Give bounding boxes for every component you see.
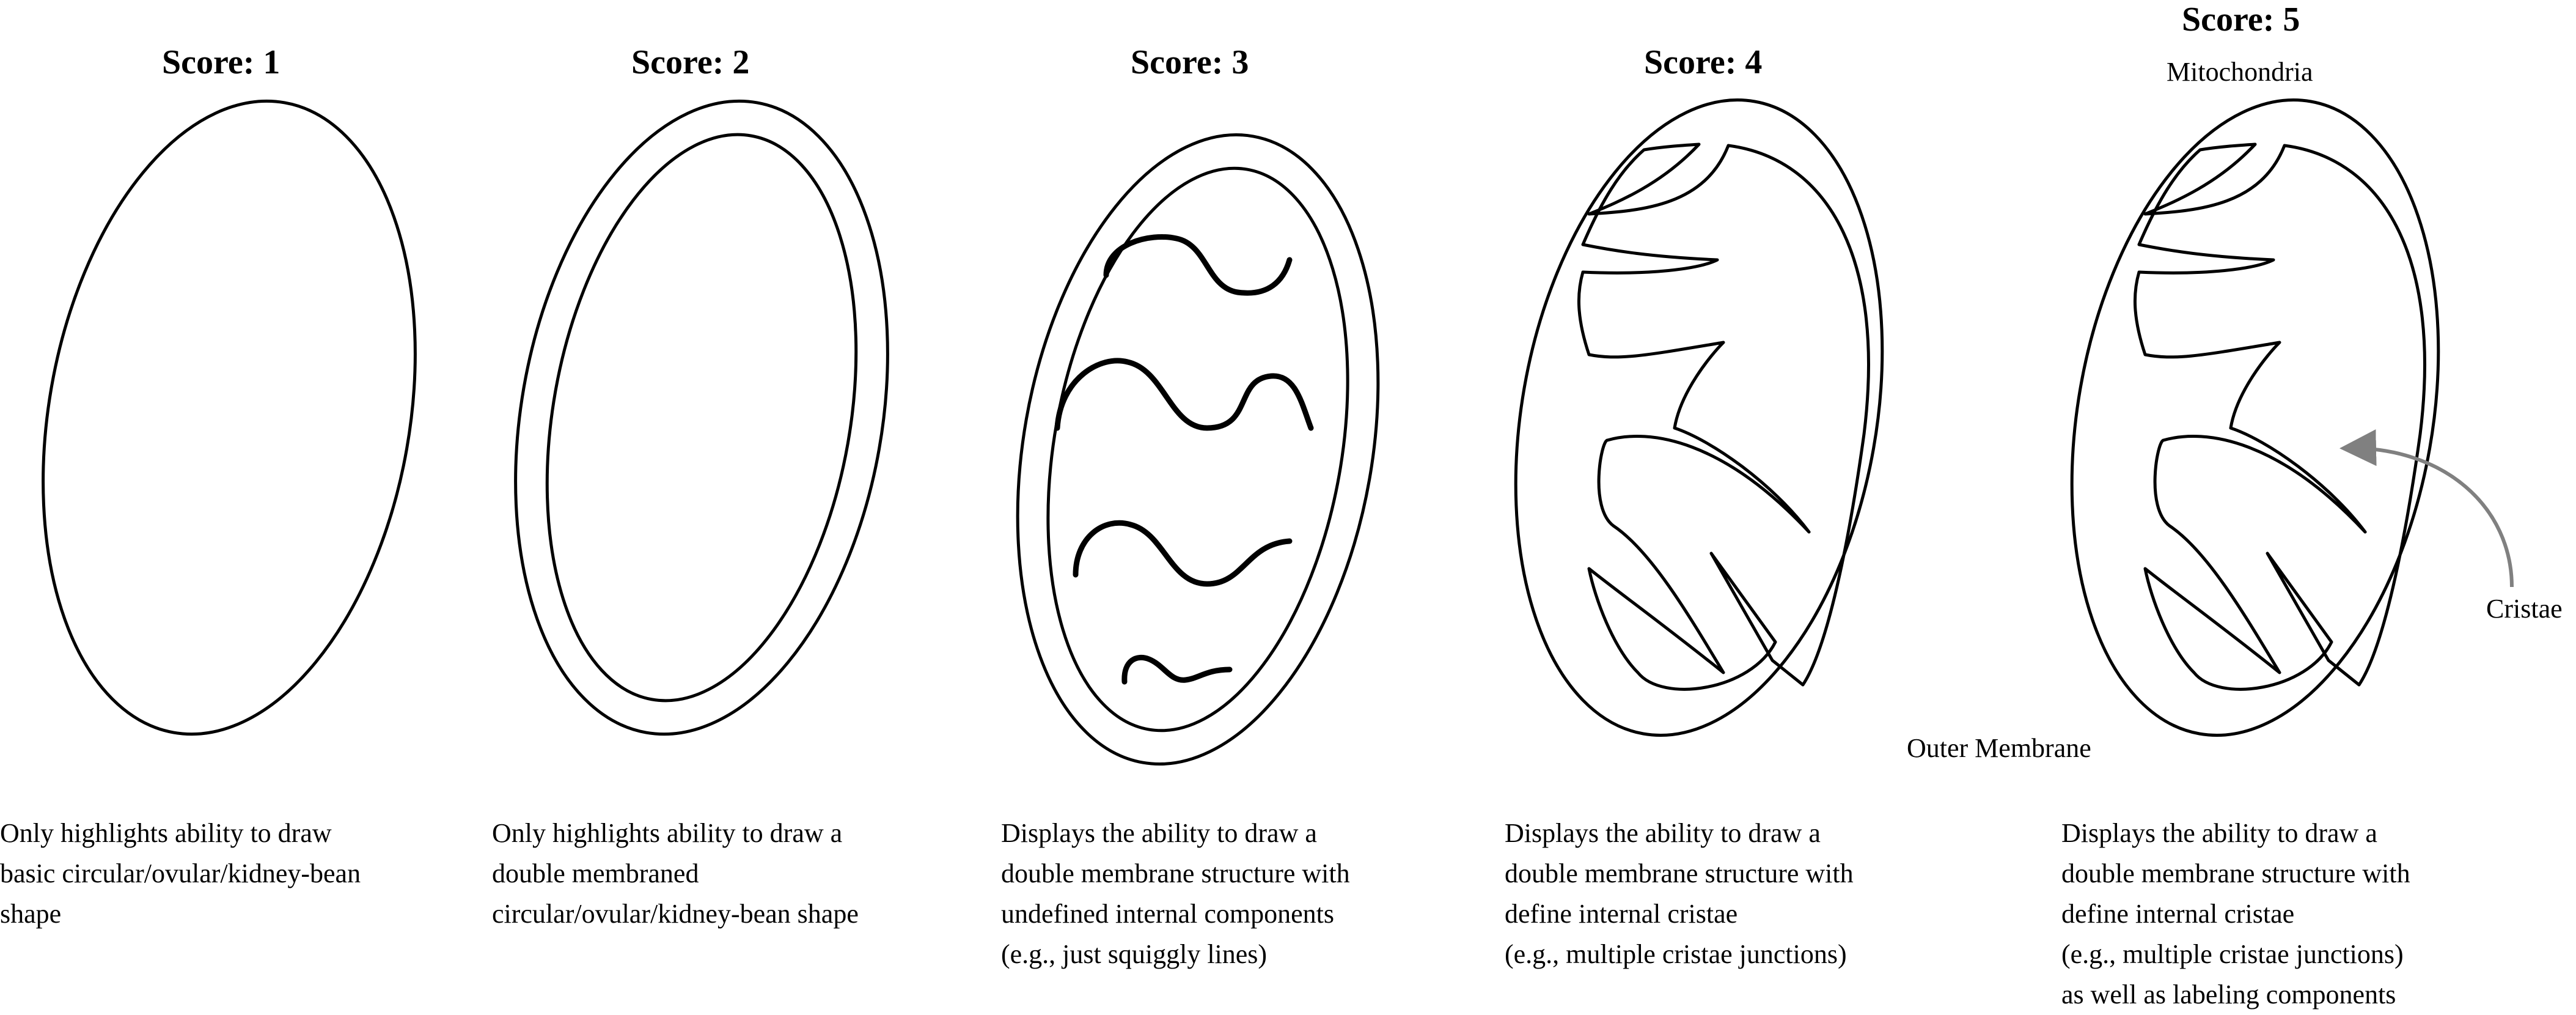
desc-line: double membrane structure with [1001,858,1350,888]
score-4-title: Score: 4 [1644,43,1763,81]
desc-line: (e.g., just squiggly lines) [1001,939,1268,969]
desc-line: Only highlights ability to draw a [492,818,843,848]
inner-membrane-ellipse [1046,166,1349,733]
cristae-label: Cristae [2486,594,2563,624]
desc-line: define internal cristae [2061,899,2295,929]
single-membrane-ellipse [42,99,417,736]
panel-4-drawing [1514,98,1884,737]
desc-line: circular/ovular/kidney-bean shape [492,899,859,929]
desc-line: Displays the ability to draw a [1001,818,1317,848]
desc-line: define internal cristae [1505,899,1738,929]
inner-membrane-with-cristae [2133,142,2426,691]
desc-line: Only highlights ability to draw [0,818,332,848]
score-2-title: Score: 2 [631,43,750,81]
mitochondria-label: Mitochondria [2167,57,2313,87]
desc-line: Displays the ability to draw a [2061,818,2377,848]
squiggle-4 [1121,654,1233,685]
score-4-description: Displays the ability to draw a double me… [1505,813,1969,975]
desc-line: double membrane structure with [2061,858,2410,888]
desc-line: as well as labeling components [2061,980,2396,1009]
desc-line: double membraned [492,858,699,888]
panel-1-drawing [42,99,417,736]
desc-line: undefined internal components [1001,899,1334,929]
outer-membrane-label: Outer Membrane [1907,733,2091,763]
score-3-title: Score: 3 [1131,43,1249,81]
outer-membrane-ellipse [1016,133,1380,766]
outer-membrane-ellipse [2070,98,2440,737]
desc-line: double membrane structure with [1505,858,1854,888]
outer-membrane-ellipse [514,99,889,736]
panel-5-drawing [2070,98,2514,737]
desc-line: basic circular/ovular/kidney-bean [0,858,361,888]
score-3-description: Displays the ability to draw a double me… [1001,813,1466,975]
squiggle-3 [1073,520,1293,587]
inner-membrane-with-cristae [1577,142,1870,691]
panel-2-drawing [514,99,889,736]
outer-membrane-ellipse [1514,98,1884,737]
score-5-title: Score: 5 [2182,1,2300,39]
cristae-arrow [2339,429,2514,588]
score-1-description: Only highlights ability to draw basic ci… [0,813,464,934]
panel-3-drawing [1016,133,1380,766]
desc-line: (e.g., multiple cristae junctions) [2061,939,2404,969]
score-5-description: Displays the ability to draw a double me… [2061,813,2526,1015]
desc-line: Displays the ability to draw a [1505,818,1821,848]
score-1-title: Score: 1 [162,43,281,81]
inner-membrane-ellipse [545,133,858,703]
squiggle-1 [1103,234,1293,296]
squiggle-2 [1054,358,1314,431]
desc-line: shape [0,899,62,929]
score-2-description: Only highlights ability to draw a double… [492,813,956,934]
desc-line: (e.g., multiple cristae junctions) [1505,939,1847,969]
